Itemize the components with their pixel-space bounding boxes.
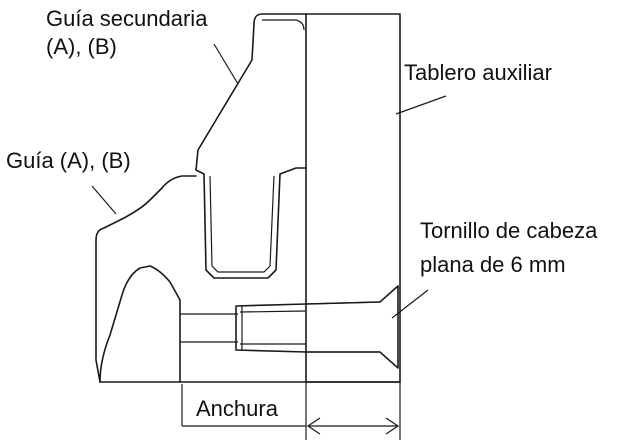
label-screw-line1: Tornillo de cabeza <box>420 218 598 243</box>
leader-auxiliary-board <box>395 95 447 115</box>
leader-secondary-guide <box>213 43 239 85</box>
auxiliary-board <box>305 13 401 383</box>
secondary-guide-groove <box>209 175 275 273</box>
label-guide: Guía (A), (B) <box>6 148 131 173</box>
label-auxiliary-board: Tablero auxiliar <box>404 60 552 85</box>
label-width: Anchura <box>196 396 278 421</box>
label-secondary-guide-line1: Guía secundaria <box>46 6 208 31</box>
secondary-guide <box>195 13 307 279</box>
label-screw-line2: plana de 6 mm <box>420 252 566 277</box>
screw-thread-top <box>239 310 307 313</box>
label-secondary-guide-line2: (A), (B) <box>46 34 117 59</box>
leader-guide <box>91 185 117 215</box>
secondary-guide-top-edge <box>262 19 305 31</box>
flat-head-screw <box>235 285 399 369</box>
guide-outline <box>95 175 197 383</box>
leader-screw <box>391 289 429 319</box>
guide <box>99 265 181 383</box>
dimension-arrow-left <box>306 417 321 435</box>
countersink-top <box>305 301 381 305</box>
dimension-arrow-right <box>385 417 400 435</box>
